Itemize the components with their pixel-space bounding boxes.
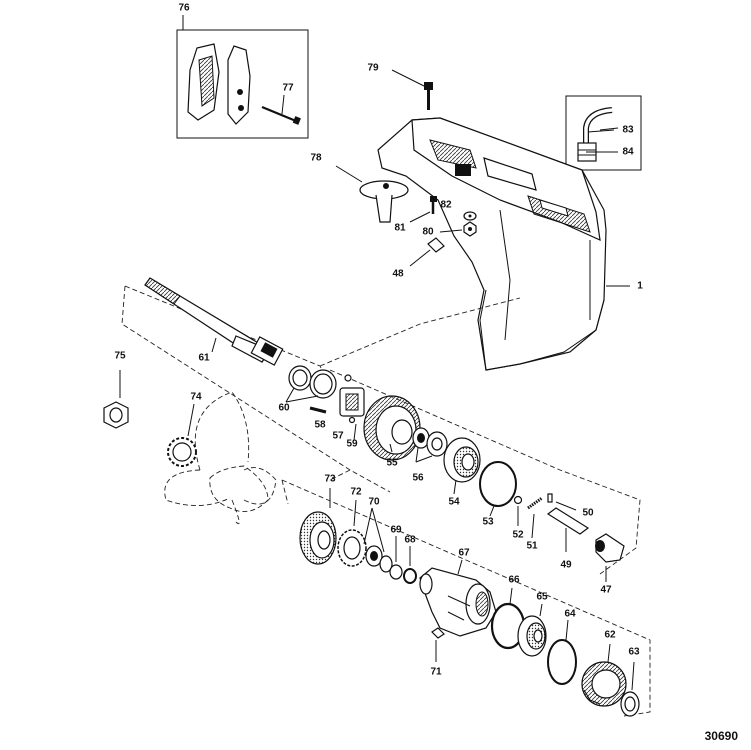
detent-ball-52 bbox=[513, 495, 523, 505]
propeller-outline bbox=[164, 391, 277, 525]
callout-64: 64 bbox=[564, 609, 576, 620]
callout-79: 79 bbox=[367, 63, 379, 74]
nut-80 bbox=[439, 221, 477, 237]
thrust-washer-72 bbox=[337, 499, 367, 567]
propeller-shaft bbox=[144, 277, 284, 366]
pin-50 bbox=[547, 493, 553, 503]
dowel-71 bbox=[431, 627, 445, 662]
callout-82: 82 bbox=[440, 200, 452, 211]
cam-follower-49 bbox=[546, 507, 590, 552]
o-ring-64 bbox=[547, 619, 577, 685]
washer-68 bbox=[403, 546, 417, 584]
callout-48: 48 bbox=[392, 269, 404, 280]
housing-bolt bbox=[391, 69, 433, 110]
callout-52: 52 bbox=[512, 530, 524, 541]
wear-strip-screw bbox=[261, 105, 301, 125]
callout-73: 73 bbox=[324, 474, 336, 485]
callout-83: 83 bbox=[622, 125, 634, 136]
callout-49: 49 bbox=[560, 560, 572, 571]
callout-66: 66 bbox=[508, 575, 520, 586]
callout-74: 74 bbox=[190, 392, 202, 403]
callout-61: 61 bbox=[198, 353, 210, 364]
pinion-nut-63 bbox=[620, 661, 640, 717]
callout-63: 63 bbox=[628, 647, 640, 658]
screw-82 bbox=[430, 196, 437, 214]
tab-washer bbox=[167, 403, 197, 467]
spring-51 bbox=[527, 496, 543, 510]
callout-50: 50 bbox=[582, 508, 594, 519]
reverse-gear-73 bbox=[299, 488, 337, 565]
bearing-pair-70 bbox=[363, 507, 393, 573]
callout-78: 78 bbox=[310, 153, 322, 164]
callout-70: 70 bbox=[368, 497, 380, 508]
wear-strip-inset bbox=[176, 15, 309, 139]
shift-cam-47 bbox=[595, 533, 625, 582]
o-ring-53 bbox=[479, 461, 517, 507]
bearing-carrier bbox=[419, 559, 497, 637]
callout-47: 47 bbox=[600, 585, 612, 596]
callout-67: 67 bbox=[458, 548, 470, 559]
callout-80: 80 bbox=[422, 227, 434, 238]
forward-gear bbox=[363, 395, 421, 461]
callout-76: 76 bbox=[178, 3, 190, 14]
wear-strip-left bbox=[187, 43, 220, 121]
callout-84: 84 bbox=[622, 147, 634, 158]
ball-bearing-54 bbox=[443, 437, 481, 483]
callout-labels: 76 77 79 78 82 81 80 48 83 84 1 61 75 60… bbox=[114, 3, 643, 678]
callout-69: 69 bbox=[390, 525, 402, 536]
retainer-69 bbox=[389, 536, 403, 580]
gear-housing bbox=[377, 117, 607, 371]
callout-55: 55 bbox=[386, 458, 398, 469]
pinion-gear-62 bbox=[581, 643, 627, 707]
callout-53: 53 bbox=[482, 517, 494, 528]
callout-54: 54 bbox=[448, 497, 460, 508]
diagram-reference-number: 30690 bbox=[705, 729, 739, 743]
roller-bearing-65 bbox=[517, 603, 547, 657]
callout-60: 60 bbox=[278, 403, 290, 414]
callout-59: 59 bbox=[346, 439, 358, 450]
callout-75: 75 bbox=[114, 351, 126, 362]
speedometer-inset bbox=[565, 95, 642, 171]
clutch-ring-pair bbox=[285, 365, 337, 403]
callout-56: 56 bbox=[412, 473, 424, 484]
prop-nut-75 bbox=[103, 370, 129, 429]
callout-81: 81 bbox=[394, 223, 406, 234]
wear-strip-right bbox=[227, 45, 251, 125]
callout-51: 51 bbox=[526, 541, 538, 552]
callout-71: 71 bbox=[430, 667, 442, 678]
leader-lines bbox=[211, 129, 630, 539]
callout-57: 57 bbox=[332, 431, 344, 442]
callout-62: 62 bbox=[604, 630, 616, 641]
washer-81 bbox=[409, 211, 477, 223]
callout-77: 77 bbox=[282, 83, 294, 94]
callout-72: 72 bbox=[350, 487, 362, 498]
callout-68: 68 bbox=[404, 535, 416, 546]
callout-65: 65 bbox=[536, 592, 548, 603]
callout-1: 1 bbox=[637, 281, 643, 292]
cross-pin bbox=[309, 406, 327, 414]
plug-48 bbox=[409, 237, 445, 267]
roller-bearing-56 bbox=[412, 427, 448, 463]
anode-plate bbox=[335, 165, 409, 223]
callout-58: 58 bbox=[314, 420, 326, 431]
sliding-clutch bbox=[339, 374, 365, 424]
